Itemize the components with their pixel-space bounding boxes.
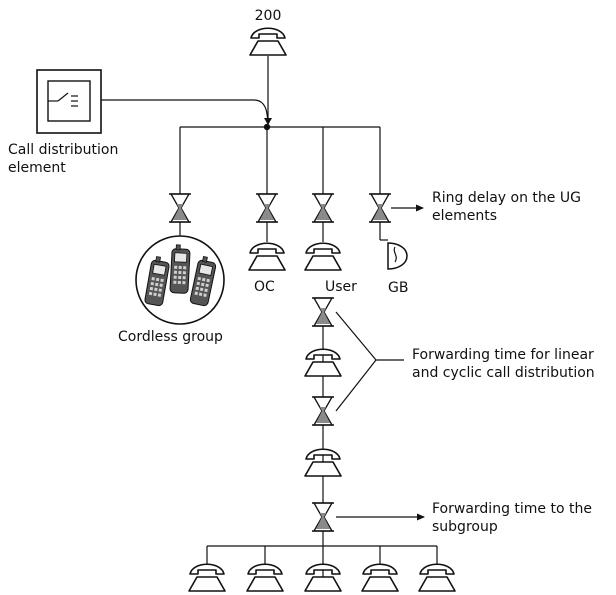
ring-delay-label-line1: Ring delay on the UG xyxy=(432,190,581,206)
oc-label: OC xyxy=(254,279,275,295)
top-phone-number: 200 xyxy=(255,8,282,24)
hourglass-icon xyxy=(311,396,335,426)
telephone-icon xyxy=(304,242,342,271)
callout-line xyxy=(335,311,377,361)
distribution-connector xyxy=(101,99,269,123)
cordless-group-label: Cordless group xyxy=(118,329,223,345)
forwarding-linear-label: Forwarding time for linear and cyclic ca… xyxy=(412,347,598,381)
forwarding-subgroup-label-line1: Forwarding time to the xyxy=(432,501,592,517)
telephone-icon xyxy=(304,348,342,377)
telephone-icon xyxy=(418,563,456,592)
telephone-icon xyxy=(248,242,286,271)
telephone-icon xyxy=(246,563,284,592)
bell-icon xyxy=(387,242,408,270)
forwarding-linear-label-line2: and cyclic call distribution xyxy=(412,365,595,381)
telephone-icon xyxy=(361,563,399,592)
telephone-icon xyxy=(188,563,226,592)
ring-delay-label-line2: elements xyxy=(432,208,497,224)
user-label: User xyxy=(325,279,357,295)
telephone-icon xyxy=(304,448,342,477)
hourglass-icon xyxy=(368,193,392,223)
hourglass-icon xyxy=(168,193,192,223)
forwarding-subgroup-label-line2: subgroup xyxy=(432,519,498,535)
telephone-icon xyxy=(304,563,342,592)
call-distribution-label-line2: element xyxy=(8,160,66,176)
cordless-phone-icon xyxy=(169,244,191,294)
callout-line xyxy=(335,359,377,412)
telephone-icon xyxy=(249,27,287,56)
distribution-arrowhead xyxy=(264,118,272,125)
hourglass-icon xyxy=(311,193,335,223)
hourglass-icon xyxy=(311,297,335,327)
call-distribution-switch-icon xyxy=(47,80,91,122)
hourglass-icon xyxy=(311,502,335,532)
call-distribution-label-line1: Call distribution xyxy=(8,142,118,158)
forwarding-linear-label-line1: Forwarding time for linear xyxy=(412,347,594,363)
call-distribution-label: Call distribution element xyxy=(8,142,123,176)
hourglass-icon xyxy=(255,193,279,223)
forwarding-subgroup-label: Forwarding time to the subgroup xyxy=(432,501,596,535)
ring-delay-label: Ring delay on the UG elements xyxy=(432,190,585,224)
gb-label: GB xyxy=(388,280,408,296)
